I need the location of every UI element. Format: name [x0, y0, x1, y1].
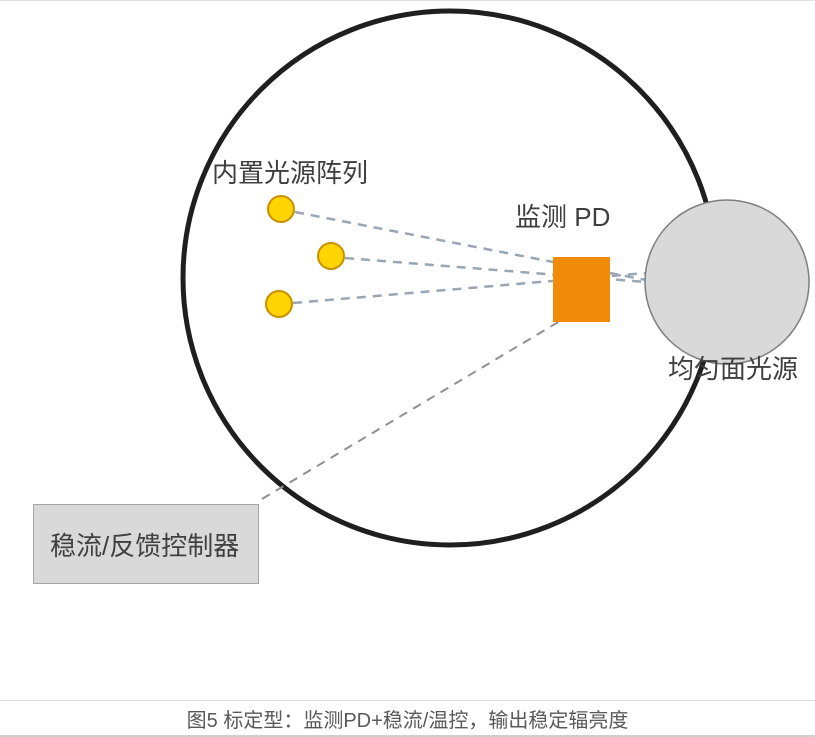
controller-label: 稳流/反馈控制器 — [50, 530, 240, 561]
integrating-sphere — [180, 8, 720, 548]
led-source-2 — [317, 242, 345, 270]
label-uniform-source: 均匀面光源 — [668, 354, 799, 384]
monitor-pd-rect — [553, 257, 610, 322]
beam-line-top — [294, 210, 647, 282]
uniform-source-port — [644, 199, 810, 365]
label-light-array: 内置光源阵列 — [212, 158, 369, 188]
figure-caption: 图5 标定型：监测PD+稳流/温控，输出稳定辐亮度 — [186, 709, 629, 732]
led-source-1 — [267, 195, 295, 223]
controller-box: 稳流/反馈控制器 — [33, 504, 259, 584]
controller-feedback-line — [261, 320, 561, 500]
led-source-3 — [265, 290, 293, 318]
beam-line-middle — [344, 256, 647, 284]
caption-bar: 图5 标定型：监测PD+稳流/温控，输出稳定辐亮度 — [0, 700, 815, 737]
label-monitor-pd: 监测 PD — [515, 202, 611, 232]
